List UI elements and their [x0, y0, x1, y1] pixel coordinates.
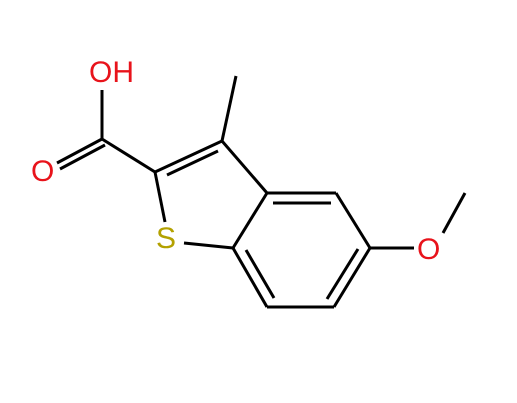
bond-carboxyl-c-o-double-outer: [56, 137, 103, 165]
bond-c5-c6: [332, 247, 372, 308]
bond-methoxy-o-methyl: [441, 192, 467, 234]
bond-c3-methyl: [220, 75, 238, 142]
methoxy-oxygen-label: O: [417, 233, 440, 266]
bond-c7-c7a: [231, 247, 269, 308]
bond-carboxyl-c-o-double-inner: [59, 143, 106, 171]
bond-c2-c3: [154, 139, 223, 174]
bond-c4-c5: [334, 192, 372, 249]
bond-c7a-c3a: [231, 192, 269, 249]
bond-s-c7a: [183, 241, 234, 250]
bond-c3-c3a: [220, 140, 269, 194]
bond-c2-c3-inner: [166, 149, 219, 177]
bond-c2-carboxyl-c: [101, 137, 156, 174]
bond-c2-s: [153, 171, 167, 223]
bond-c5-c6-inner: [325, 248, 360, 300]
hydroxyl-label: OH: [89, 56, 134, 89]
bond-c7-c7a-inner: [244, 249, 276, 299]
carbonyl-oxygen-label: O: [31, 155, 54, 188]
sulfur-label: S: [156, 222, 176, 255]
